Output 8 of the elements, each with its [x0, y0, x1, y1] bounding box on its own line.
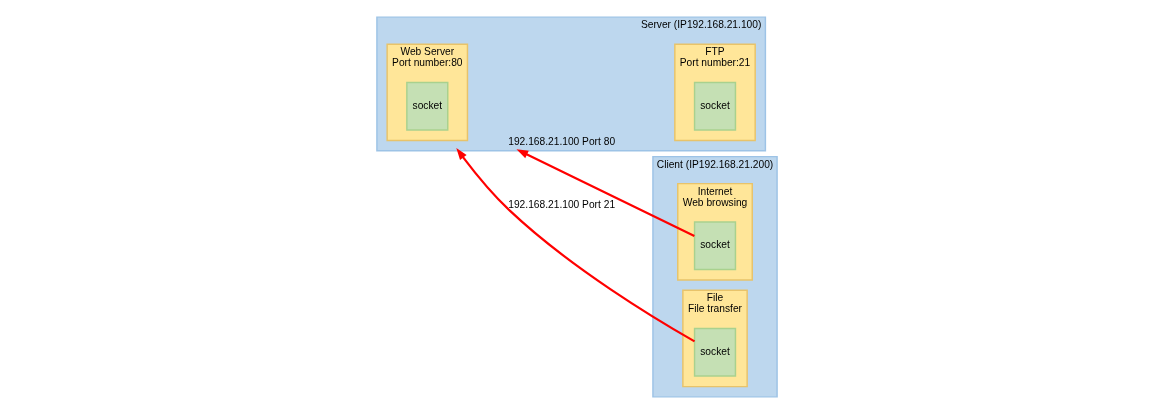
node-box: socket	[406, 81, 449, 131]
arrow	[516, 149, 695, 237]
node-box: socket	[693, 221, 737, 271]
node-box: socket	[693, 81, 737, 131]
arrow	[456, 148, 696, 343]
edge-label: 192.168.21.100 Port 21	[508, 198, 616, 210]
edge-label: 192.168.21.100 Port 80	[508, 136, 616, 148]
node-box: socket	[693, 327, 737, 377]
